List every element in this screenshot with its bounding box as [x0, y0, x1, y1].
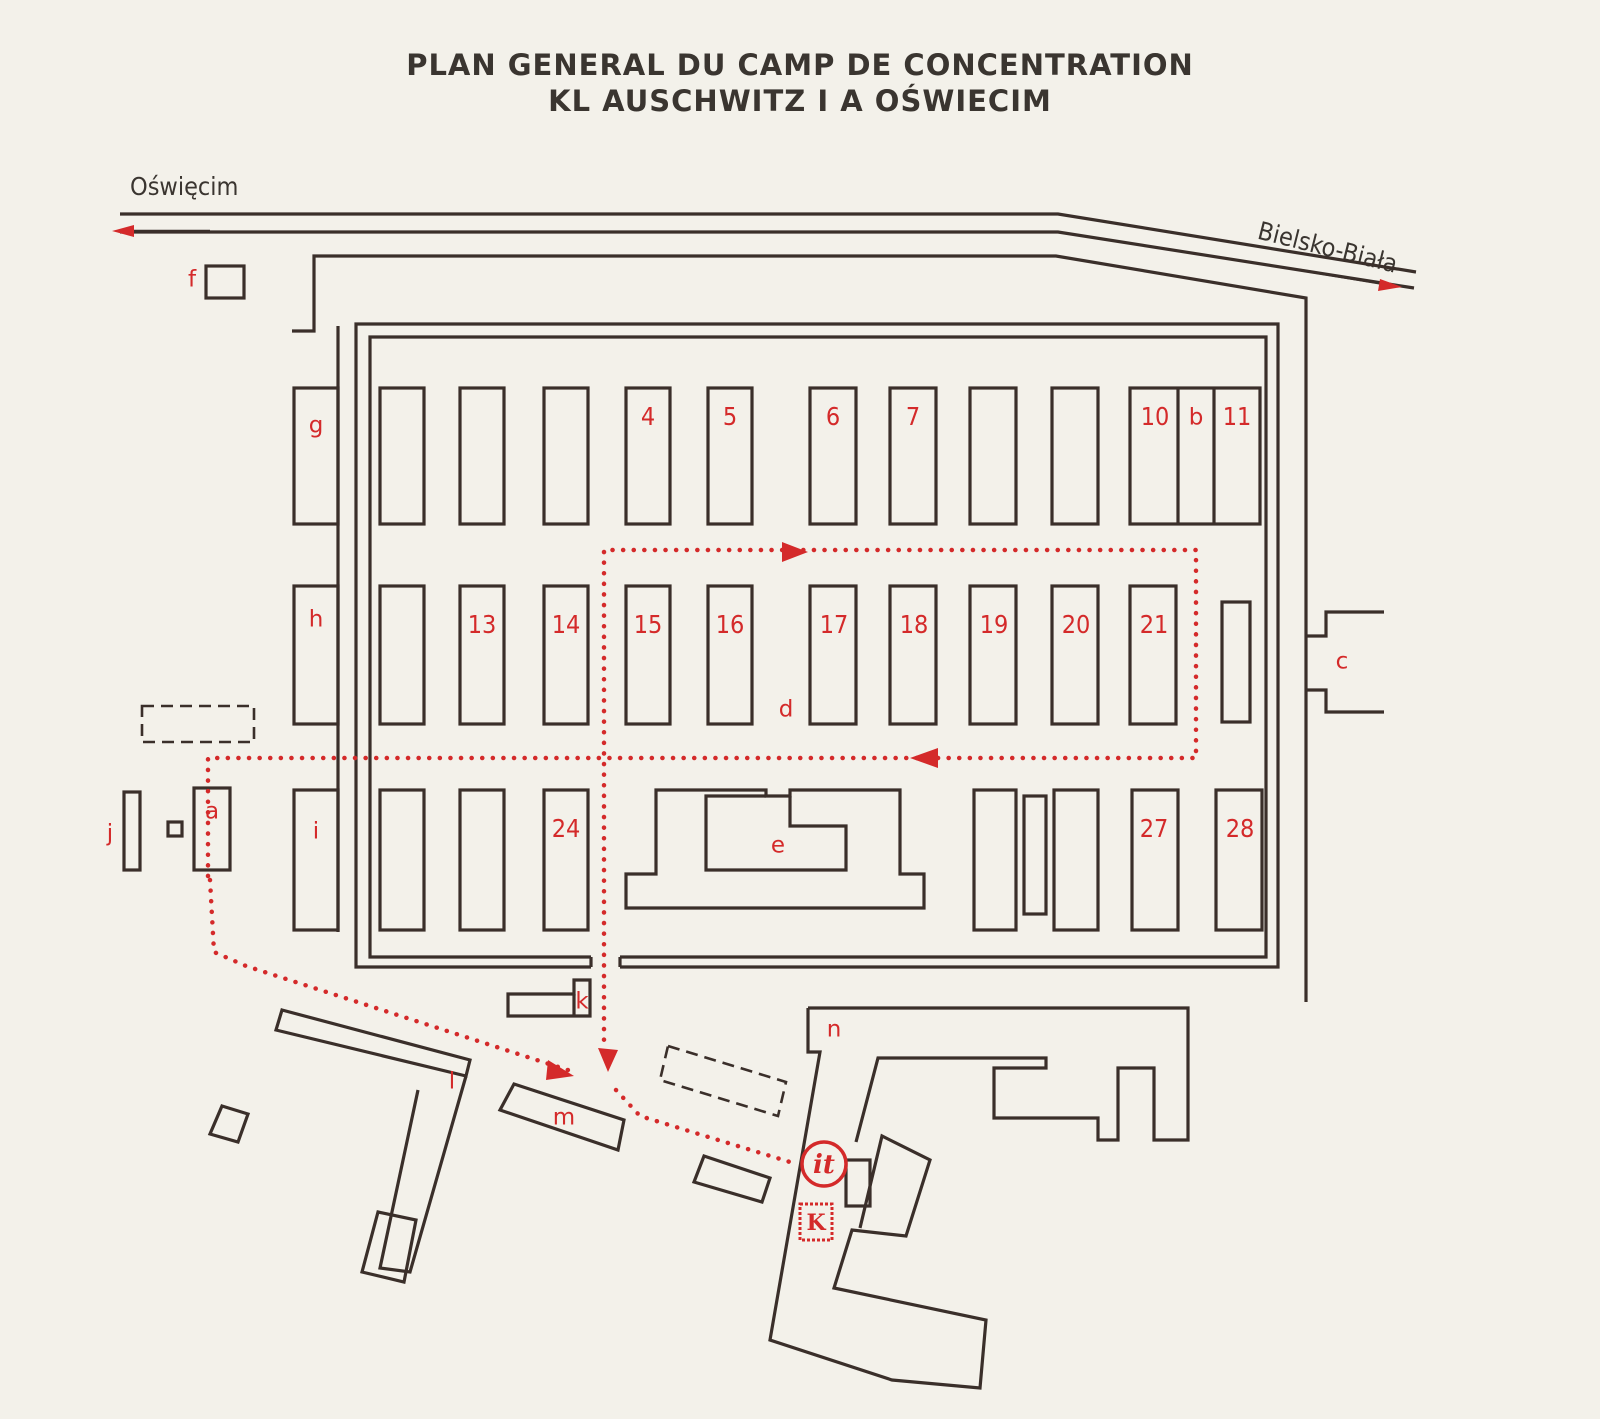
block-20-label: 20: [1062, 610, 1091, 639]
block-21-label: 21: [1140, 610, 1169, 639]
label-f: f: [188, 267, 197, 293]
label-l: l: [449, 1069, 455, 1095]
road: [112, 212, 1417, 291]
block-10-label: 10: [1141, 402, 1170, 431]
tour-route: [205, 542, 1199, 1165]
label-a: a: [205, 799, 219, 825]
block-27-label: 27: [1140, 814, 1169, 843]
label-i: i: [313, 819, 319, 845]
inner-fence: [354, 322, 1280, 969]
label-k: k: [575, 989, 589, 1015]
info-icon-glyph: it: [813, 1150, 835, 1180]
map-title-line-1: PLAN GENERAL DU CAMP DE CONCENTRATION: [406, 48, 1194, 82]
label-h: h: [309, 607, 324, 633]
map-title-line-2: KL AUSCHWITZ I A OŚWIECIM: [548, 84, 1052, 118]
west-outbuildings: [122, 264, 256, 872]
block-14-label: 14: [552, 610, 581, 639]
kiosk-icon-glyph: K: [806, 1210, 826, 1236]
block-5-label: 5: [723, 402, 737, 431]
block-24-label: 24: [552, 814, 581, 843]
block-16-label: 16: [716, 610, 745, 639]
row-1-blocks: [292, 386, 1262, 526]
block-13-label: 13: [468, 610, 497, 639]
label-m: m: [553, 1105, 575, 1131]
info-icon: it: [800, 1140, 848, 1188]
block-7-label: 7: [906, 402, 920, 431]
label-g: g: [309, 413, 324, 439]
road-label-oswiecim: Oświęcim: [130, 172, 239, 201]
block-labels: 4 5 6 7 10 11 13 14 15 16 17 18 19 20 21…: [468, 402, 1255, 843]
south-buildings: [207, 1008, 788, 1284]
label-d: d: [779, 697, 794, 723]
block-11-label: 11: [1223, 402, 1252, 431]
c-building: [1306, 610, 1384, 638]
block-15-label: 15: [634, 610, 663, 639]
row-2-blocks: [292, 584, 1252, 726]
label-b: b: [1189, 405, 1204, 431]
block-18-label: 18: [900, 610, 929, 639]
n-building: [768, 1006, 1190, 1390]
label-j: j: [106, 821, 113, 847]
label-e: e: [771, 833, 785, 859]
block-4-label: 4: [641, 402, 655, 431]
block-28-label: 28: [1226, 814, 1255, 843]
block-17-label: 17: [820, 610, 849, 639]
block-19-label: 19: [980, 610, 1009, 639]
block-6-label: 6: [826, 402, 840, 431]
label-c: c: [1336, 649, 1349, 675]
letter-labels: a b c d e f g h i j k l m n: [106, 267, 1349, 1131]
kiosk-icon: K: [798, 1202, 834, 1242]
row-3-blocks: [292, 788, 1264, 932]
label-n: n: [827, 1017, 842, 1043]
